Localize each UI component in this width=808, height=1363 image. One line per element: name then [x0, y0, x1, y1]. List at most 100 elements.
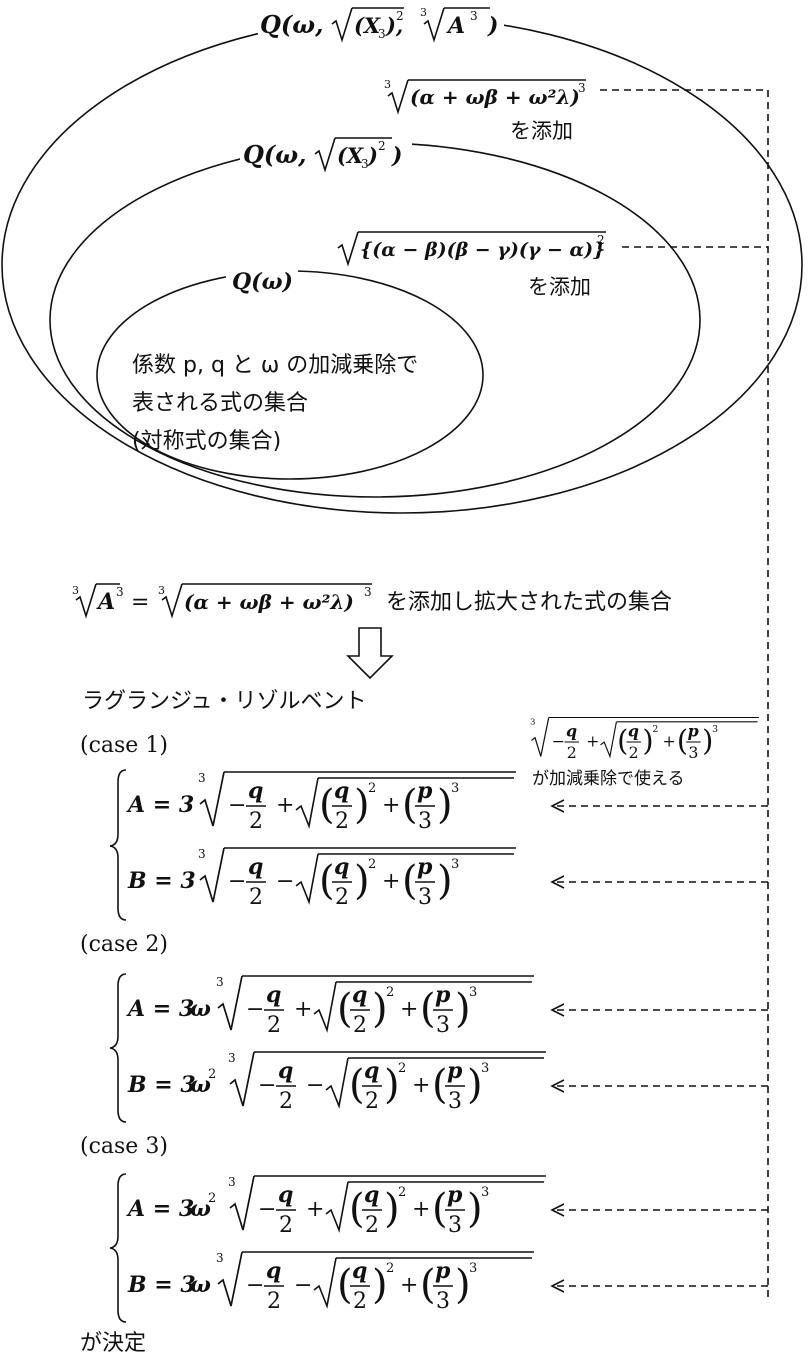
- case-3-b-row-q-inner: q: [352, 1258, 367, 1284]
- case-2-a-row-paren-close-1: ): [372, 986, 388, 1032]
- svg-text:3: 3: [470, 9, 478, 23]
- outer-label-a: A: [446, 13, 465, 39]
- svg-text:3: 3: [158, 584, 165, 597]
- case-2-a-row-lhs: A = 3: [126, 996, 194, 1022]
- case-1-a-row-paren-close-2: ): [437, 782, 453, 828]
- conclusion-text: が決定: [80, 1331, 146, 1356]
- side-formula-q: q: [566, 721, 577, 740]
- case-3-a-row-cube-exp: 3: [481, 1185, 489, 1200]
- adjoin-cube-radicand: (α + ωβ + ω²λ): [410, 85, 580, 109]
- case-3-b-row-paren-open-1: (: [337, 1262, 353, 1308]
- case-3-b-row-square-radical: [313, 1257, 337, 1309]
- outer-label-end: ): [487, 13, 498, 39]
- case-3-a-row-three: 3: [448, 1213, 462, 1238]
- case-3-brace: [109, 1173, 127, 1323]
- adjoin-square-note: を添加: [528, 275, 591, 299]
- inner-field-label: Q(ω): [232, 269, 293, 295]
- svg-text:3: 3: [364, 585, 372, 599]
- case-2-a-row-q: q: [266, 982, 281, 1008]
- case-2-a-row-two-inner: 2: [353, 1013, 367, 1038]
- case-2-a-row-p: p: [435, 982, 451, 1008]
- case-2-label: (case 2): [80, 932, 168, 957]
- case-2-a-row-paren-open-1: (: [337, 986, 353, 1032]
- case-2-a-row-plus-inner: +: [400, 997, 418, 1022]
- case-2-b-row-cube-exp: 3: [481, 1061, 489, 1076]
- case-3-b-row-two-inner: 2: [353, 1289, 367, 1314]
- case-1-a-row: A = 33−q2+(q2)2+(p3)3: [126, 771, 516, 834]
- case-2-a-row-two: 2: [267, 1013, 281, 1038]
- svg-text:): ): [367, 143, 378, 168]
- side-formula-square-radical: [600, 721, 617, 759]
- svg-text:3: 3: [116, 585, 124, 599]
- outer-field-label: Q(ω, (X 3 ), 2 3 A 3 ): [260, 6, 498, 41]
- case-1-b-row-cube-radical: [199, 847, 225, 903]
- inner-description-line-1: 係数 p, q と ω の加減乗除で: [132, 353, 418, 378]
- case-1-b-row-paren-close-2: ): [437, 858, 453, 904]
- left-arrow-icon: [550, 799, 768, 813]
- case-1-b-row-square-radical: [295, 853, 319, 905]
- case-3-a-row-sign: +: [306, 1197, 324, 1222]
- case-1-b-row-paren-open-2: (: [402, 858, 418, 904]
- case-1-b-row-two: 2: [249, 885, 263, 910]
- case-1-b-row-q: q: [248, 854, 263, 880]
- case-2-a-row: A = 3ω3−q2+(q2)2+(p3)3: [126, 975, 534, 1038]
- side-formula-plus-inner: +: [662, 731, 675, 750]
- case-1-b-row-minus: −: [228, 869, 246, 894]
- case-2-a-row-minus: −: [246, 997, 264, 1022]
- case-1-a-row-paren-open-2: (: [402, 782, 418, 828]
- summary-radicand: (α + ωβ + ω²λ): [184, 590, 354, 614]
- left-arrow-icon: [550, 1279, 768, 1293]
- case-2-a-row-root-index: 3: [216, 975, 224, 989]
- inner-field-description: 係数 p, q と ω の加減乗除で 表される式の集合 (対称式の集合): [132, 353, 418, 454]
- case-2-a-row-three: 3: [436, 1013, 450, 1038]
- case-3-b-row-two: 2: [267, 1289, 281, 1314]
- side-formula-paren-open-1: (: [617, 724, 628, 758]
- case-1-a-row-root-index: 3: [198, 771, 206, 785]
- svg-text:3: 3: [72, 584, 79, 597]
- case-3-b-row-plus-inner: +: [400, 1273, 418, 1298]
- case-2-b-row-paren-close-1: ): [384, 1062, 400, 1108]
- case-3-a-row-q-inner: q: [364, 1182, 379, 1208]
- outer-label-prefix: Q(ω,: [260, 10, 323, 39]
- case-2-a-row-cube-radical: [217, 975, 243, 1031]
- case-2-b-row-paren-open-2: (: [432, 1062, 448, 1108]
- outer-label-x3: (X: [354, 13, 381, 38]
- case-1-b-row-three: 3: [418, 885, 432, 910]
- case-2-b-row-omega: ω: [190, 1072, 211, 1098]
- left-arrow-icon: [550, 1203, 768, 1217]
- case-1-a-row-plus-inner: +: [382, 793, 400, 818]
- case-1-a-row-cube-exp: 3: [451, 781, 459, 796]
- case-1-b-row-p: p: [417, 854, 433, 880]
- case-2-b-row-paren-open-1: (: [349, 1062, 365, 1108]
- case-3-a-row-cube-radical: [229, 1175, 255, 1231]
- svg-text:3: 3: [578, 81, 586, 95]
- svg-text:2: 2: [597, 233, 605, 247]
- svg-text:3: 3: [378, 27, 386, 41]
- case-3-a-row-paren-close-1: ): [384, 1186, 400, 1232]
- case-1-a-row-paren-open-1: (: [319, 782, 335, 828]
- case-3-b-row-root-index: 3: [216, 1251, 224, 1265]
- middle-field-label: Q(ω, (X 3 ) 2 ): [243, 137, 402, 171]
- middle-label-x3: (X: [337, 143, 364, 168]
- arrow-rows: [550, 799, 768, 1293]
- case-2-a-row-paren-close-2: ): [455, 986, 471, 1032]
- case-1-b-row: B = 33−q2−(q2)2+(p3)3: [127, 847, 516, 910]
- summary-lhs: A: [96, 589, 115, 615]
- adjoin-square-root-label: {(α − β)(β − γ)(γ − α)} 2 を添加: [336, 224, 614, 299]
- case-2-b-row-q-inner: q: [364, 1058, 379, 1084]
- case-3-a-row-two-inner: 2: [365, 1213, 379, 1238]
- left-arrow-icon: [550, 1003, 768, 1017]
- case-3-a-row-q: q: [278, 1182, 293, 1208]
- case-3-b-row-three: 3: [436, 1289, 450, 1314]
- case-3-b-row-minus: −: [246, 1273, 264, 1298]
- side-formula-minus: −: [552, 731, 565, 750]
- case-1-a-row-sign: +: [276, 793, 294, 818]
- adjoin-cube-root-label: 3 (α + ωβ + ω²λ) 3 を添加: [380, 74, 602, 143]
- left-arrow-icon: [550, 875, 768, 889]
- case-1-a-row-q: q: [248, 778, 263, 804]
- left-arrow-icon: [550, 1079, 768, 1093]
- case-1-a-row-square-radical: [295, 777, 319, 829]
- side-formula-two-inner: 2: [629, 743, 639, 762]
- outer-label-mid: ),: [385, 13, 403, 38]
- case-2-b-row-cube-radical: [229, 1051, 255, 1107]
